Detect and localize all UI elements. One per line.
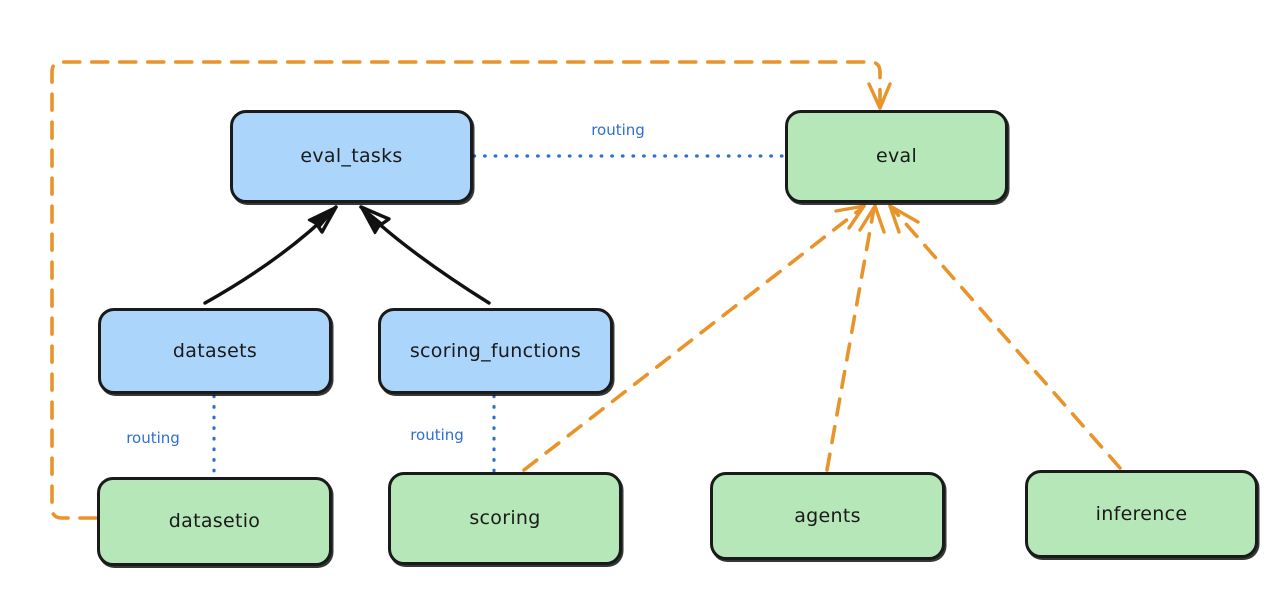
node-eval-tasks[interactable]: eval_tasks <box>230 110 473 203</box>
node-label: datasets <box>172 339 258 362</box>
node-datasetio[interactable]: datasetio <box>97 477 332 566</box>
node-label: eval_tasks <box>300 145 403 168</box>
edge-scoring-functions-to-eval-tasks <box>359 205 491 305</box>
arrowhead-datasetio-to-eval <box>867 82 892 110</box>
edge-agents-to-eval <box>825 206 876 472</box>
edge-label-routing-datasets: routing <box>126 429 180 447</box>
node-label: inference <box>1095 502 1188 525</box>
node-scoring[interactable]: scoring <box>388 472 622 565</box>
node-datasets[interactable]: datasets <box>98 308 332 394</box>
edge-label-routing-scoring-functions: routing <box>410 426 464 444</box>
node-scoring-functions[interactable]: scoring_functions <box>378 308 613 394</box>
node-eval[interactable]: eval <box>785 110 1008 203</box>
node-label: scoring_functions <box>409 339 582 362</box>
node-agents[interactable]: agents <box>710 472 945 560</box>
edge-datasets-to-eval-tasks <box>203 205 338 305</box>
arrowhead-inference-to-eval <box>888 204 920 234</box>
node-label: agents <box>794 504 861 527</box>
edge-inference-to-eval <box>890 206 1122 470</box>
node-label: scoring <box>469 507 541 530</box>
edge-label-routing-eval: routing <box>591 121 645 139</box>
node-inference[interactable]: inference <box>1025 470 1258 558</box>
node-label: eval <box>875 145 918 168</box>
arrowhead-scoring-to-eval <box>834 204 866 230</box>
arrowhead-agents-to-eval <box>858 204 886 234</box>
node-label: datasetio <box>168 510 261 533</box>
